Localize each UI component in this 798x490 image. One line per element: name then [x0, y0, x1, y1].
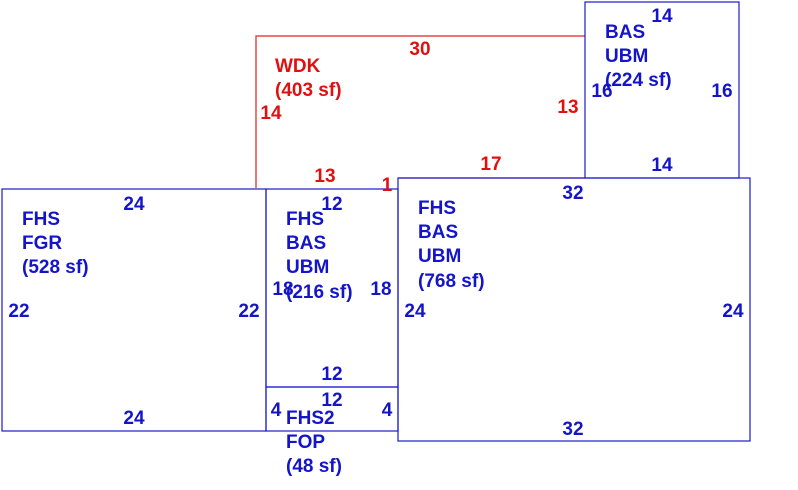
fgr-area-label: FHS FGR (528 sf) — [22, 209, 89, 278]
wdk-bottom-left-dimension: 13 — [314, 166, 335, 187]
fop-area-label: FHS2 FOP (48 sf) — [286, 408, 342, 477]
wdk-bottom-small-dimension: 1 — [382, 175, 393, 196]
wdk-right-dimension: 13 — [557, 97, 578, 118]
wdk-top-dimension: 30 — [409, 39, 430, 60]
wdk-outline — [255, 35, 585, 188]
bas-main-left-dimension: 24 — [404, 301, 426, 322]
fop-left-dimension: 4 — [271, 400, 282, 421]
bas-mid-top-dimension: 12 — [321, 194, 342, 215]
bas-mid-right-dimension: 18 — [370, 279, 391, 300]
wdk-left-dimension: 14 — [260, 103, 282, 124]
bas-main-outline — [397, 177, 751, 442]
bas-top-top-dimension: 14 — [651, 6, 673, 27]
bas-mid-left-dimension: 18 — [272, 279, 293, 300]
fgr-bottom-dimension: 24 — [123, 408, 145, 429]
bas-top-right-dimension: 16 — [711, 81, 732, 102]
bas-main-top-dimension: 32 — [562, 183, 583, 204]
bas-mid-area-label: FHS BAS UBM (216 sf) — [286, 209, 353, 303]
bas-mid-bottom-dimension: 12 — [321, 364, 342, 385]
bas-main-bottom-dimension: 32 — [562, 419, 583, 440]
bas-main-area-label: FHS BAS UBM (768 sf) — [418, 198, 485, 292]
wdk-area-label: WDK (403 sf) — [275, 56, 342, 101]
bas-top-bottom-dimension: 14 — [651, 155, 673, 176]
wdk-bottom-right-dimension: 17 — [480, 154, 501, 175]
fop-right-dimension: 4 — [382, 400, 393, 421]
bas-main-right-dimension: 24 — [722, 301, 744, 322]
fgr-right-dimension: 22 — [238, 301, 259, 322]
fop-top-dimension: 12 — [321, 390, 342, 411]
bas-top-left-dimension: 16 — [591, 81, 612, 102]
fgr-top-dimension: 24 — [123, 194, 145, 215]
bas-top-area-label: BAS UBM (224 sf) — [605, 22, 672, 91]
fgr-left-dimension: 22 — [8, 301, 29, 322]
